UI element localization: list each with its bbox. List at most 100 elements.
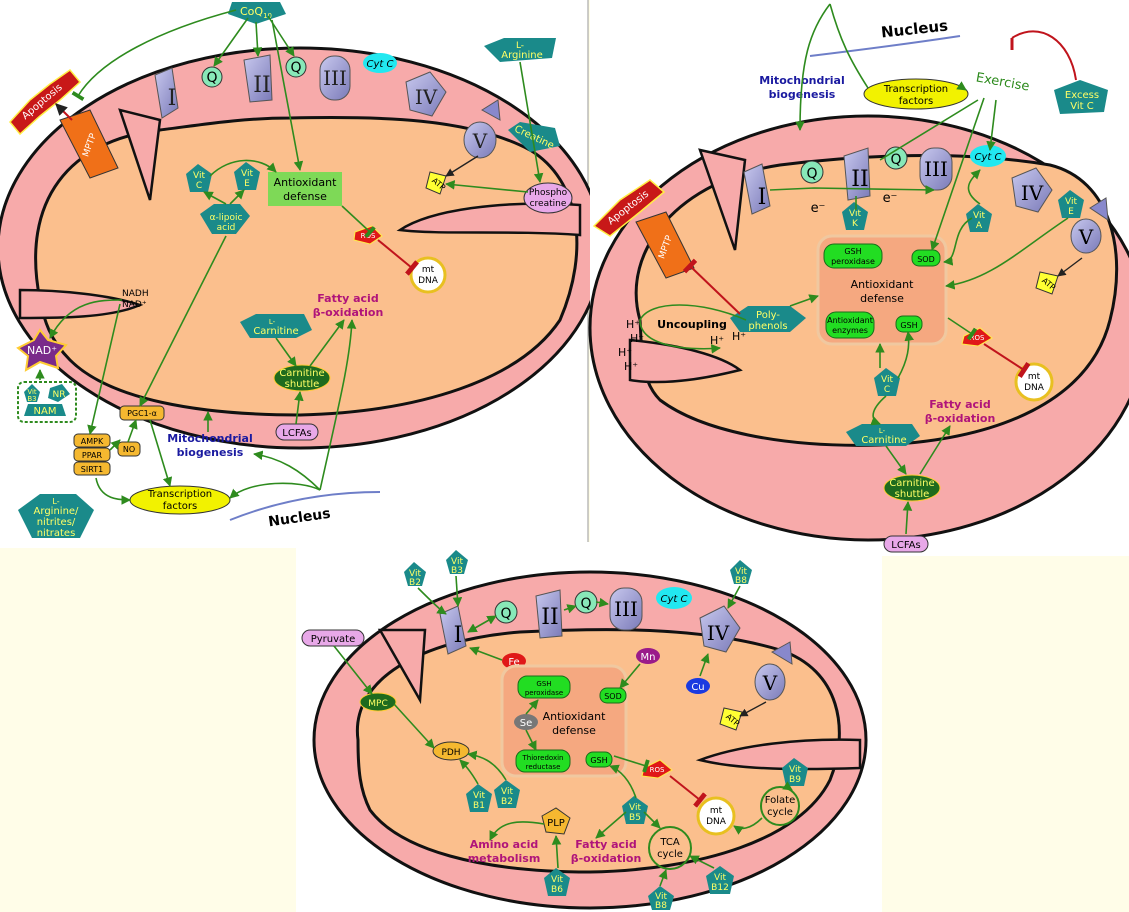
panel-c: Vit B2 Vit B3 Vit B8 I Q II Q III Cyt C … [296,542,882,912]
lcfas-box [275,423,319,441]
svg-text:defense: defense [283,190,327,203]
svg-text:LCFAs: LCFAs [282,428,311,439]
svg-text:Antioxidant: Antioxidant [851,278,915,291]
svg-text:GSH: GSH [844,247,861,256]
svg-text:H⁺: H⁺ [710,334,724,347]
svg-text:C: C [884,385,890,395]
fatty-acid-label: Fatty acid [317,292,378,305]
svg-text:β-oxidation: β-oxidation [313,306,384,319]
vit-b8-shape [648,886,674,910]
vit-b2-top-shape [404,562,426,586]
vit-k-shape [842,202,868,230]
svg-text:defense: defense [552,724,596,737]
svg-text:V: V [1078,225,1094,249]
svg-text:Q: Q [206,70,217,86]
svg-text:reductase: reductase [526,763,561,771]
svg-text:metabolism: metabolism [468,852,541,865]
svg-text:creatine: creatine [530,199,567,209]
svg-text:cycle: cycle [767,807,793,818]
svg-text:B9: B9 [789,775,801,785]
svg-text:Vit: Vit [629,803,641,813]
svg-text:Carnitine: Carnitine [279,368,324,379]
svg-text:H⁺: H⁺ [626,318,640,331]
svg-text:MPC: MPC [368,699,387,709]
svg-text:IV: IV [707,621,730,645]
svg-text:cycle: cycle [657,849,683,860]
svg-text:B2: B2 [409,578,421,588]
pyruvate-box [301,629,365,647]
svg-text:B1: B1 [473,801,485,811]
svg-text:Cyt C: Cyt C [661,594,688,605]
svg-text:II: II [851,167,868,192]
svg-text:Vit: Vit [1065,197,1077,207]
svg-text:peroxidase: peroxidase [525,689,563,697]
svg-text:Fe: Fe [508,657,519,668]
svg-text:e⁻: e⁻ [883,191,898,206]
complex-iii-shape-b [919,147,953,191]
vit-b3-top-shape [446,550,468,574]
svg-text:Vit: Vit [551,875,563,885]
q-circle-1 [201,66,223,88]
svg-text:PDH: PDH [441,748,460,758]
creatine-shape [508,122,560,152]
svg-text:Antioxidant: Antioxidant [274,176,338,189]
mptp-shape [59,109,119,179]
svg-text:B8: B8 [655,901,667,911]
svg-text:B12: B12 [711,883,729,893]
vit-b1-shape [466,784,492,812]
svg-text:Vit: Vit [473,791,485,801]
complex-iii-label: III [323,66,347,90]
svg-text:Transcription: Transcription [883,84,948,95]
vit-e-shape [234,162,260,190]
svg-text:α-lipoic: α-lipoic [210,213,243,223]
complex-ii-label: II [253,73,270,98]
svg-text:Vit: Vit [27,388,37,396]
svg-text:PGC1-α: PGC1-α [127,409,157,418]
svg-text:Vit: Vit [973,211,985,221]
svg-text:E: E [244,179,250,189]
svg-text:Vit: Vit [655,892,667,902]
svg-text:L-: L- [269,318,276,326]
svg-text:H⁺: H⁺ [630,332,644,345]
svg-text:Pyruvate: Pyruvate [311,634,356,645]
complex-i-label: I [168,86,177,111]
plp-shape [541,807,571,835]
svg-text:Fatty acid: Fatty acid [575,838,636,851]
svg-text:B3: B3 [451,566,463,576]
svg-text:L-: L- [879,427,886,435]
svg-text:Arginine: Arginine [501,50,543,61]
vit-b9-shape [782,758,808,786]
svg-text:Phospho: Phospho [529,188,568,198]
svg-text:Fatty acid: Fatty acid [929,398,990,411]
svg-text:mt: mt [422,265,435,275]
svg-text:SIRT1: SIRT1 [81,465,103,474]
svg-text:PPAR: PPAR [82,451,103,460]
svg-text:Cyt C: Cyt C [367,59,394,70]
mtdna-circle [409,256,447,294]
vit-a-shape [966,204,992,232]
nucleus-membrane [229,491,381,521]
svg-text:Vit: Vit [409,569,421,579]
apoptosis-star-b [592,179,666,237]
complex-iii-shape-c [609,587,643,631]
svg-text:Excess: Excess [1065,90,1099,101]
svg-text:biogenesis: biogenesis [177,446,244,459]
svg-text:Folate: Folate [765,795,796,806]
l-arginine-nitrates-shape [18,494,94,538]
transcription-factors-b [863,78,969,110]
svg-text:SOD: SOD [917,255,935,264]
svg-text:CoQ10: CoQ10 [240,5,272,20]
excess-vitc-shape [1054,80,1108,114]
svg-text:phenols: phenols [748,321,787,332]
complex-v-shape [463,121,497,159]
svg-text:Vit: Vit [789,765,801,775]
svg-text:K: K [852,219,859,229]
complex-i-shape [154,67,179,119]
svg-text:II: II [541,605,558,630]
svg-text:nitrates: nitrates [37,528,76,539]
complex-v-shape-c [754,663,786,701]
complex-iv-label: IV [415,85,438,109]
vit-b12-shape [706,866,734,894]
svg-text:ROS: ROS [361,232,376,240]
